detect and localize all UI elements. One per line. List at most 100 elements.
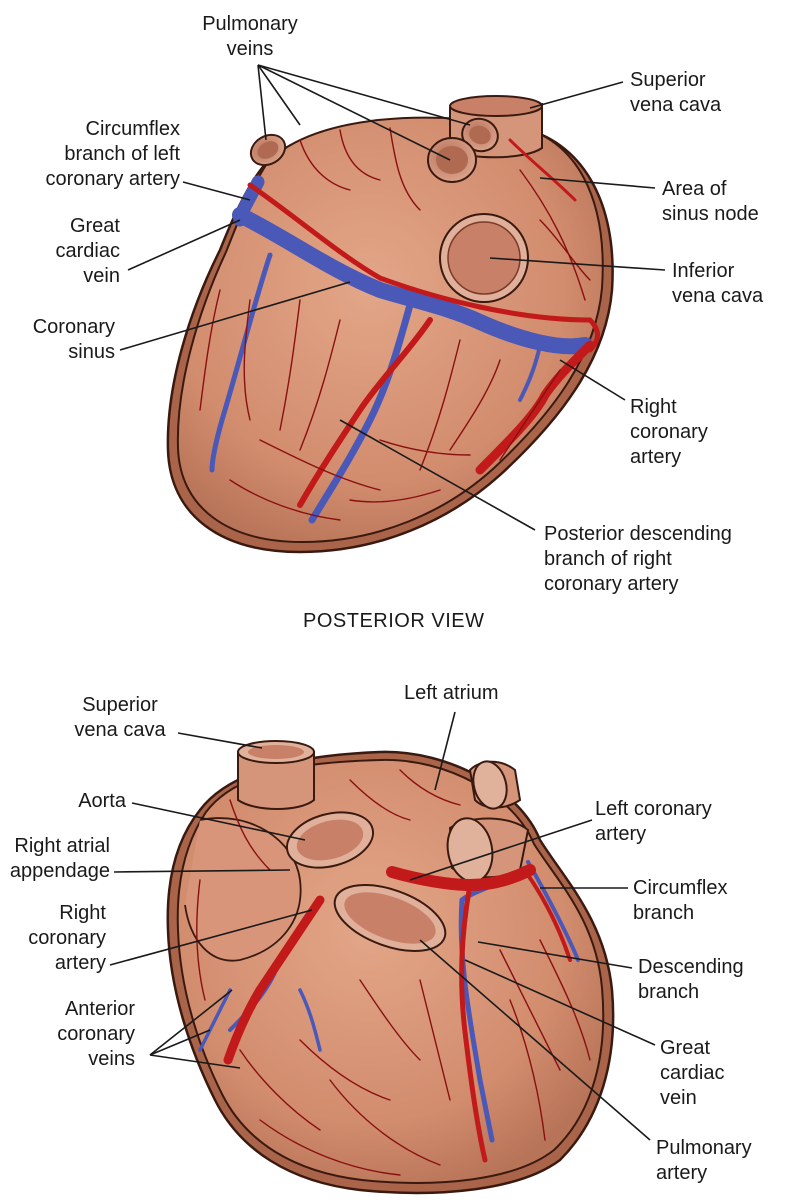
label-superior-vena-cava-posterior: Superior vena cava (630, 69, 722, 116)
posterior-arteries (247, 138, 600, 508)
leader-pulmonary-veins-3 (257, 64, 451, 161)
coronary-sinus-vessel (232, 207, 593, 355)
posterior-leader-lines (119, 64, 666, 531)
label-pulmonary-artery: Pulmonary artery (656, 1137, 752, 1184)
fine-branch (419, 339, 461, 471)
posterior-fine-branches (199, 127, 591, 521)
pulmonary-vein-lumen (257, 141, 279, 159)
label-left-coronary-artery: Left coronary artery (595, 798, 712, 845)
fine-branch (379, 439, 471, 456)
pulmonary-artery-opening (344, 892, 436, 944)
leader-pulmonary-veins-1 (257, 64, 267, 141)
posterior-vein-right (518, 343, 542, 402)
label-aorta: Aorta (78, 790, 126, 812)
posterior-vein-left (209, 252, 273, 473)
fine-branch (229, 799, 271, 871)
fine-branch (499, 369, 561, 461)
fine-branch (329, 1079, 441, 1166)
pulmonary-vein-openings (249, 117, 499, 183)
anterior-heart (166, 740, 615, 1195)
anterior-coronary-vein (198, 988, 232, 1052)
posterior-veins (209, 175, 593, 524)
leader-right-coronary-artery (559, 359, 626, 401)
anterior-svc-tube (237, 751, 315, 810)
left-atrium-vessel-rim (472, 760, 508, 810)
inferior-vena-cava-opening (447, 221, 521, 295)
leader-superior-vena-cava (529, 81, 624, 109)
fine-branch (539, 219, 591, 281)
posterior-view-title: POSTERIOR VIEW (303, 610, 485, 632)
label-circumflex-branch: Circumflex branch (633, 877, 728, 924)
posterior-heart-body (176, 116, 604, 544)
fine-branch (389, 127, 421, 211)
leader-right-coronary-artery-anterior (109, 909, 313, 966)
posterior-heart (166, 95, 614, 554)
fine-branch (419, 979, 451, 1101)
leader-coronary-sinus (119, 281, 351, 351)
fine-branch (229, 479, 341, 521)
fine-branch (259, 439, 381, 491)
anterior-leader-lines (109, 711, 656, 1141)
leader-great-cardiac-vein (127, 219, 241, 271)
right-atrial-appendage-shape (184, 817, 302, 962)
leader-circumflex (182, 181, 251, 201)
leader-anterior-coronary-veins-1 (149, 989, 233, 1056)
descending-branch-artery (459, 882, 488, 1163)
leader-aorta (131, 802, 306, 841)
fine-branch (199, 289, 221, 411)
posterior-svc-opening (449, 95, 543, 117)
fine-branch (339, 129, 381, 181)
label-right-coronary-artery-posterior: Right coronary artery (630, 396, 708, 468)
label-right-atrial-appendage: Right atrial appendage (9, 835, 110, 882)
leader-posterior-descending (339, 419, 536, 531)
fine-branch (259, 1119, 401, 1176)
label-posterior-descending-branch: Posterior descending branch of right cor… (544, 523, 732, 595)
fine-branch (196, 879, 206, 1001)
middle-cardiac-vein (308, 301, 414, 524)
label-right-coronary-artery-anterior: Right coronary artery (28, 902, 106, 974)
leader-anterior-svc (177, 732, 263, 749)
fine-branch (519, 169, 586, 301)
leader-pulmonary-veins-4 (257, 64, 471, 126)
right-coronary-artery-posterior (475, 340, 595, 475)
label-left-atrium: Left atrium (404, 682, 499, 704)
circumflex-vein (526, 860, 580, 962)
fine-branch (449, 359, 501, 451)
fine-branch (279, 299, 301, 431)
fine-branch (243, 299, 251, 421)
label-inferior-vena-cava: Inferior vena cava (672, 260, 764, 307)
leader-descending-branch (477, 941, 633, 969)
leader-left-atrium (434, 711, 456, 791)
fine-branch (299, 139, 351, 191)
leader-inferior-vena-cava (489, 257, 666, 271)
fine-branch (239, 1049, 321, 1131)
label-coronary-sinus: Coronary sinus (32, 316, 115, 363)
leader-left-coronary-artery (409, 819, 593, 881)
anterior-coronary-vein (298, 988, 322, 1052)
label-pulmonary-veins: Pulmonary veins (202, 13, 298, 60)
label-anterior-coronary-veins: Anterior coronary veins (57, 998, 135, 1070)
fine-branch (349, 779, 411, 821)
label-superior-vena-cava-anterior: Superior vena cava (74, 694, 166, 741)
label-circumflex-branch-left: Circumflex branch of left coronary arter… (45, 118, 181, 190)
leader-pulmonary-veins-2 (257, 64, 301, 126)
label-great-cardiac-vein-posterior: Great cardiac vein (55, 215, 120, 287)
label-area-sinus-node: Area of sinus node (662, 178, 759, 225)
fine-branch (299, 319, 341, 451)
fine-branch (349, 489, 441, 503)
circumflex-artery-posterior (247, 182, 600, 353)
leader-pulmonary-artery (419, 939, 651, 1141)
fine-branch (359, 979, 421, 1061)
pulmonary-vein-lumen (436, 146, 468, 174)
leader-anterior-coronary-veins-2 (149, 1029, 211, 1056)
pulmonary-vein-lumen (469, 125, 491, 145)
leader-great-cardiac-vein-anterior (464, 959, 656, 1046)
circumflex-branch-artery (526, 873, 572, 962)
fine-branch (399, 769, 461, 806)
fine-branch (509, 999, 546, 1141)
leader-sinus-node (539, 177, 656, 189)
posterior-descending-artery (297, 317, 433, 508)
label-great-cardiac-vein-anterior: Great cardiac vein (660, 1037, 725, 1109)
right-coronary-artery-anterior (223, 895, 325, 1065)
